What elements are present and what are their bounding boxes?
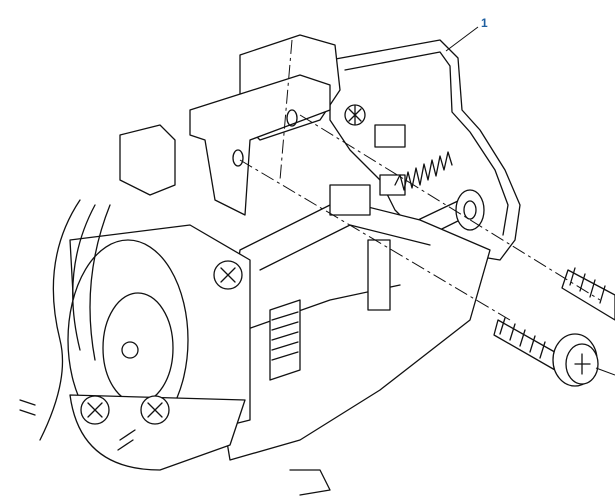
screw xyxy=(493,317,599,387)
screw xyxy=(561,267,615,321)
callout-leader xyxy=(595,367,615,376)
assembly-axis-lines xyxy=(239,39,601,321)
callout-leader xyxy=(445,26,479,52)
callout-label-1: 1 xyxy=(481,16,488,30)
motor xyxy=(19,199,251,471)
upper-bracket xyxy=(119,34,341,216)
